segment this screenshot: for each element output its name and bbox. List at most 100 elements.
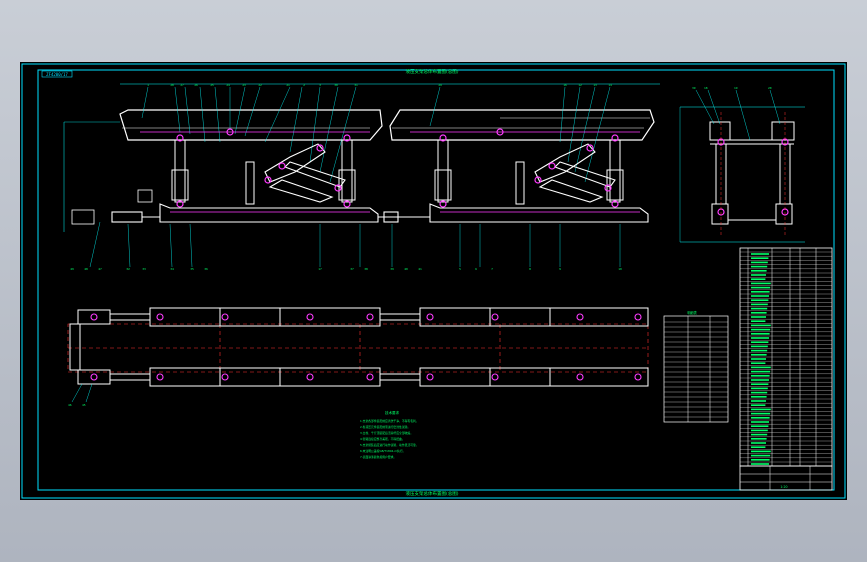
stamp-box <box>41 70 73 78</box>
svg-text:49: 49 <box>70 267 74 271</box>
table-entry-mark <box>751 396 767 398</box>
table-entry-mark <box>751 375 770 377</box>
table-entry-mark <box>751 391 768 394</box>
table-entry-mark <box>751 383 769 385</box>
svg-text:7: 7 <box>491 267 493 271</box>
svg-text:47: 47 <box>98 267 102 271</box>
svg-text:14: 14 <box>608 83 612 87</box>
svg-text:9: 9 <box>559 267 561 271</box>
svg-text:38: 38 <box>364 267 368 271</box>
stamp-text: ZF4200/17 <box>46 72 68 77</box>
svg-text:19: 19 <box>734 86 738 90</box>
table-entry-mark <box>751 270 767 272</box>
note-line: 6.未注明公差按GB/T1804-m执行。 <box>360 449 405 453</box>
svg-text:25: 25 <box>210 83 214 87</box>
spec-table-title: 明细表 <box>687 310 697 315</box>
table-entry-mark <box>751 421 769 423</box>
table-entry-mark <box>751 257 769 259</box>
svg-text:40: 40 <box>404 267 408 271</box>
spec-table: 明细表 <box>663 310 729 423</box>
note-line: 5.支架组装后应进行动作试验，动作灵活可靠。 <box>360 443 419 447</box>
title-block: 1:20 <box>739 465 833 491</box>
canopy-right <box>389 109 655 141</box>
svg-text:35: 35 <box>190 267 194 271</box>
cad-drawing: ZF4200/17 液压支架总体布置图(总图) 液压支架总体布置图(总图) <box>21 63 846 499</box>
table-entry-mark <box>751 286 771 289</box>
svg-text:46: 46 <box>68 403 72 407</box>
table-entry-mark <box>751 442 766 444</box>
table-entry-mark <box>751 463 769 465</box>
svg-text:1: 1 <box>147 83 149 87</box>
table-entry-mark <box>751 341 769 343</box>
table-entry-mark <box>751 354 767 356</box>
svg-text:5: 5 <box>459 267 461 271</box>
svg-text:31: 31 <box>354 83 358 87</box>
svg-text:41: 41 <box>418 267 422 271</box>
table-entry-mark <box>751 400 766 402</box>
svg-text:27: 27 <box>180 83 184 87</box>
table-entry-mark <box>751 333 770 335</box>
table-entry-mark <box>751 261 768 264</box>
table-entry-mark <box>751 278 766 280</box>
inner-frame <box>37 69 835 491</box>
svg-text:45: 45 <box>82 403 86 407</box>
table-entry-mark <box>751 316 766 318</box>
svg-text:24: 24 <box>226 83 230 87</box>
svg-text:39: 39 <box>692 86 696 90</box>
table-entry-mark <box>751 345 768 348</box>
table-entry-mark <box>751 408 771 411</box>
svg-text:34: 34 <box>170 267 174 271</box>
svg-text:37: 37 <box>350 267 354 271</box>
table-entry-mark <box>751 253 769 255</box>
table-entry-mark <box>751 291 770 293</box>
drawing-sheet: ZF4200/17 液压支架总体布置图(总图) 液压支架总体布置图(总图) <box>20 62 847 500</box>
table-entry-mark <box>751 265 768 268</box>
table-entry-mark <box>751 295 769 297</box>
table-entry-mark <box>751 412 771 415</box>
outer-frame <box>21 63 846 499</box>
svg-text:13: 13 <box>593 83 597 87</box>
table-entry-mark <box>751 425 769 427</box>
svg-text:20: 20 <box>768 86 772 90</box>
notes-title: 技术要求 <box>385 410 399 415</box>
table-entry-mark <box>751 358 766 360</box>
svg-text:22: 22 <box>258 83 262 87</box>
table-entry-mark <box>751 454 771 457</box>
table-entry-mark <box>751 433 768 436</box>
table-entry-mark <box>751 379 769 381</box>
svg-text:10: 10 <box>618 267 622 271</box>
table-entry-mark <box>751 307 768 310</box>
table-entry-mark <box>751 417 770 419</box>
svg-text:3: 3 <box>319 83 321 87</box>
canopy-left <box>119 109 383 141</box>
svg-text:39: 39 <box>390 267 394 271</box>
table-entry-mark <box>751 324 771 327</box>
note-line: 7.表面涂漆颜色按用户要求。 <box>360 455 396 459</box>
hydraulic-pivots <box>176 128 619 208</box>
note-line: 2.各液压元件装配前须进行密封性试验。 <box>360 425 410 429</box>
svg-text:18: 18 <box>704 86 708 90</box>
note-line: 4.管路连接应整齐美观，不得扭曲。 <box>360 437 405 441</box>
plan-view: 46 45 <box>67 307 649 407</box>
base-frames <box>111 203 649 223</box>
table-entry-mark <box>751 362 766 364</box>
table-entry-mark <box>751 459 770 461</box>
side-view: 39 18 19 20 <box>679 86 805 243</box>
table-entry-mark <box>751 299 769 301</box>
svg-text:36: 36 <box>204 267 208 271</box>
note-line: 3.立柱、千斤顶装配后活塞杆应全部收缩。 <box>360 431 413 435</box>
svg-text:28: 28 <box>170 83 174 87</box>
svg-text:30: 30 <box>334 83 338 87</box>
table-entry-mark <box>751 320 766 322</box>
svg-text:29: 29 <box>438 83 442 87</box>
table-entry-mark <box>751 446 766 448</box>
table-entry-mark <box>751 303 768 306</box>
table-entry-mark <box>751 349 768 352</box>
svg-text:2: 2 <box>303 83 305 87</box>
table-entry-mark <box>751 337 769 339</box>
svg-text:32: 32 <box>126 267 130 271</box>
table-entry-mark <box>751 274 766 276</box>
table-entry-mark <box>751 312 767 314</box>
svg-text:6: 6 <box>475 267 477 271</box>
